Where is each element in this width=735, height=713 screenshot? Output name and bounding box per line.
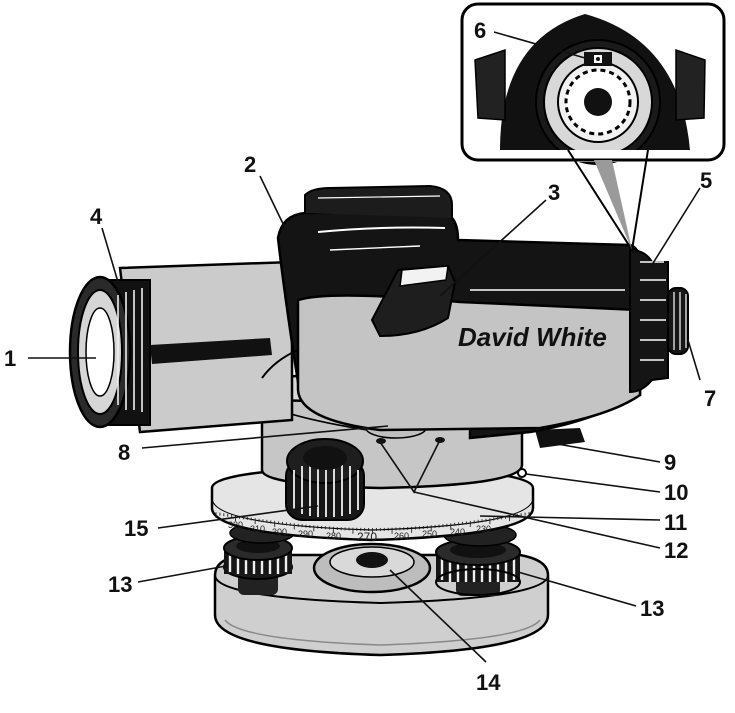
mounting-hole-icon [356, 552, 388, 568]
callout-13-left: 13 [108, 572, 132, 597]
callout-6: 6 [474, 18, 486, 43]
eyepiece-icon [667, 287, 689, 355]
gun-sight [370, 264, 457, 338]
callout-7: 7 [704, 386, 716, 411]
scale-label-310: 310 [250, 524, 265, 534]
scale-label-230: 230 [476, 524, 491, 534]
scale-label-270: 270 [357, 530, 377, 544]
brand-logo: David White [458, 322, 607, 352]
callout-9: 9 [664, 450, 676, 475]
callout-10: 10 [664, 480, 688, 505]
callout-3: 3 [548, 180, 560, 205]
callout-2: 2 [244, 152, 256, 177]
scale-label-280: 280 [326, 531, 341, 541]
telescope-body: David White [118, 184, 642, 440]
callout-labels: 1 2 3 4 5 6 7 8 9 10 11 12 13 13 14 15 [4, 18, 716, 695]
callout-1: 1 [4, 346, 16, 371]
leveling-screw-right [435, 538, 521, 596]
callout-15: 15 [124, 516, 148, 541]
callout-4: 4 [90, 204, 103, 229]
bubble-viewer-inset [460, 2, 726, 253]
callout-14: 14 [476, 670, 501, 695]
mounting-hub [312, 542, 432, 594]
objective-lens-assembly [68, 275, 151, 429]
eyepiece-assembly [629, 248, 689, 394]
scale-label-250: 250 [422, 529, 437, 539]
callout-13-right: 13 [640, 596, 664, 621]
index-pin-icon [517, 468, 527, 478]
callout-12: 12 [664, 538, 688, 563]
objective-lens-icon [85, 307, 115, 397]
callout-5: 5 [700, 168, 712, 193]
callout-8: 8 [118, 440, 130, 465]
scale-label-300: 300 [272, 527, 287, 537]
scale-label-290: 290 [298, 529, 313, 539]
scale-label-260: 260 [394, 531, 409, 541]
scale-label-320: 320 [228, 520, 243, 530]
callout-11: 11 [664, 510, 687, 535]
tangent-knob [285, 438, 365, 521]
callout-leaders [28, 31, 701, 663]
adjust-hole-left-icon [376, 438, 386, 444]
scale-label-240: 240 [450, 527, 465, 537]
